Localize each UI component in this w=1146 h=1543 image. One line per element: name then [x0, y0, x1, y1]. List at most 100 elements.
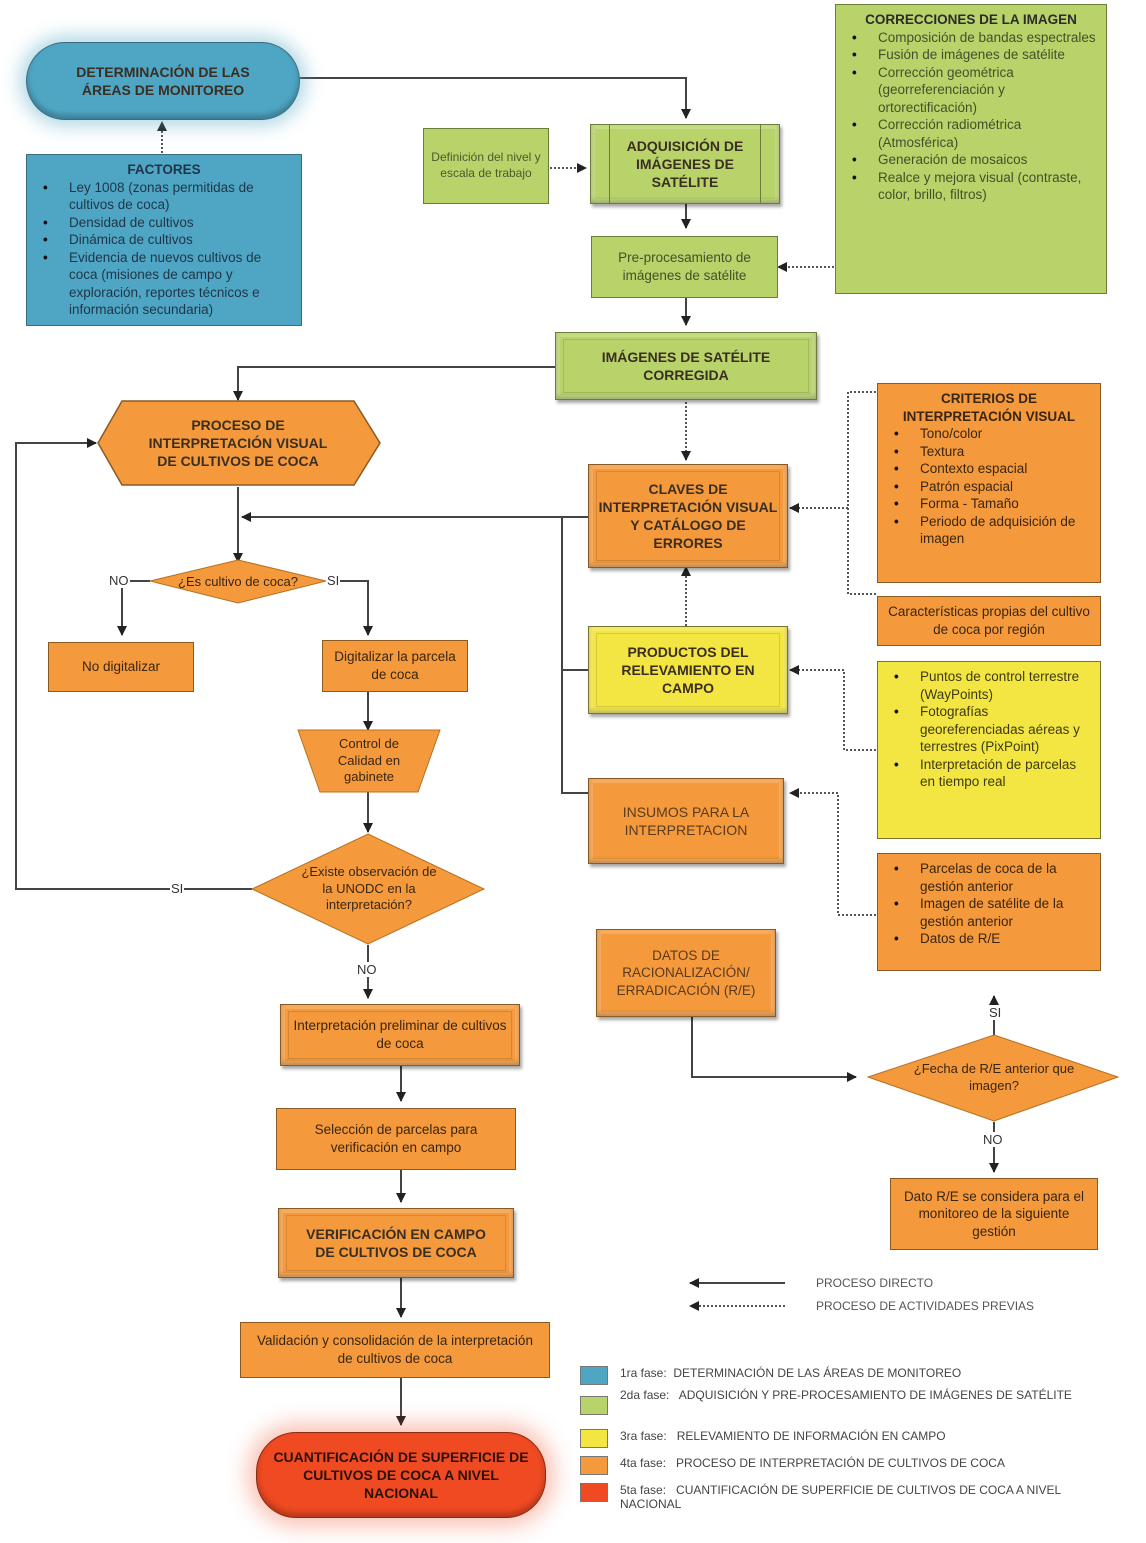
legend-swatch-phase-1 — [580, 1366, 608, 1385]
legend-phase-4: 4ta fase: PROCESO DE INTERPRETACIÓN DE C… — [580, 1456, 1120, 1475]
node-datos-re-text: DATOS DE RACIONALIZACIÓN/ ERRADICACIÓN (… — [616, 947, 756, 998]
proceso-hexagon — [97, 400, 381, 486]
edge-escultivo-no — [117, 580, 150, 636]
node-control-calidad-text: Control de Calidad en gabinete — [337, 735, 401, 785]
legend-phase-label: ADQUISICIÓN Y PRE-PROCESAMIENTO DE IMÁGE… — [678, 1388, 1072, 1402]
node-fecha-re-text: ¿Fecha de R/E anterior que imagen? — [913, 1061, 1075, 1093]
node-es-cultivo: ¿Es cultivo de coca? — [176, 560, 300, 604]
node-puntos: Puntos de control terrestre (WayPoints) … — [877, 661, 1101, 839]
node-dato-re-considera-text: Dato R/E se considera para el monitoreo … — [903, 1188, 1085, 1239]
edge-determinacion-adquisicion — [300, 77, 691, 119]
legend-phase-number: 4ta fase: — [620, 1456, 667, 1470]
label-si-3: SI — [988, 1005, 1003, 1020]
node-productos: PRODUCTOS DEL RELEVAMIENTO EN CAMPO — [588, 626, 788, 714]
node-existe-observacion-text: ¿Existe observación de la UNODC en la in… — [301, 863, 437, 913]
parcelas-item: Datos de R/E — [886, 930, 1092, 948]
node-proceso-interpretacion: PROCESO DE INTERPRETACIÓN VISUAL DE CULT… — [120, 401, 356, 485]
legend-phase-label: DETERMINACIÓN DE LAS ÁREAS DE MONITOREO — [673, 1366, 962, 1380]
node-caracteristicas: Características propias del cultivo de c… — [877, 596, 1101, 646]
legend-phase-1-text: 1ra fase: DETERMINACIÓN DE LAS ÁREAS DE … — [620, 1366, 961, 1380]
edge-corregida-proceso — [233, 366, 555, 401]
node-preprocesamiento: Pre-procesamiento de imágenes de satélit… — [591, 236, 778, 298]
node-criterios: CRITERIOS DE INTERPRETACIÓN VISUAL Tono/… — [877, 383, 1101, 583]
node-cuantificacion-text: CUANTIFICACIÓN DE SUPERFICIE DE CULTIVOS… — [273, 1448, 529, 1502]
node-es-cultivo-text: ¿Es cultivo de coca? — [178, 573, 298, 589]
legend-phase-4-text: 4ta fase: PROCESO DE INTERPRETACIÓN DE C… — [620, 1456, 1005, 1470]
node-proceso-interpretacion-text: PROCESO DE INTERPRETACIÓN VISUAL DE CULT… — [148, 416, 328, 470]
node-validacion: Validación y consolidación de la interpr… — [240, 1322, 550, 1378]
legend-phase-label: RELEVAMIENTO DE INFORMACIÓN EN CAMPO — [676, 1429, 946, 1443]
legend-swatch-phase-4 — [580, 1456, 608, 1475]
node-cuantificacion: CUANTIFICACIÓN DE SUPERFICIE DE CULTIVOS… — [256, 1432, 546, 1518]
node-no-digitalizar-text: No digitalizar — [81, 659, 161, 675]
edge-branch-vertical — [561, 517, 588, 794]
correcciones-item: Generación de mosaicos — [844, 151, 1098, 169]
label-no-3: NO — [982, 1132, 1004, 1147]
legend-phase-5: 5ta fase: CUANTIFICACIÓN DE SUPERFICIE D… — [580, 1483, 1110, 1511]
node-fecha-re: ¿Fecha de R/E anterior que imagen? — [902, 1056, 1086, 1100]
legend-phase-5-text: 5ta fase: CUANTIFICACIÓN DE SUPERFICIE D… — [620, 1483, 1110, 1511]
node-determinacion-text: DETERMINACIÓN DE LAS ÁREAS DE MONITOREO — [76, 63, 250, 98]
control-trapezoid — [297, 729, 441, 793]
criterios-item: Tono/color — [886, 425, 1092, 443]
edge-criterios-claves — [847, 391, 876, 595]
label-si-2: SI — [170, 881, 185, 896]
edge-parcelas-insumos — [789, 788, 876, 916]
escultivo-diamond — [149, 559, 327, 604]
node-parcelas: Parcelas de coca de la gestión anterior … — [877, 853, 1101, 971]
legend-phase-number: 1ra fase: — [620, 1366, 667, 1380]
criterios-item: Textura — [886, 443, 1092, 461]
legend-swatch-phase-5 — [580, 1483, 608, 1502]
parcelas-item: Parcelas de coca de la gestión anterior — [886, 860, 1092, 895]
puntos-list: Puntos de control terrestre (WayPoints) … — [886, 668, 1092, 791]
legend-dotted-label: PROCESO DE ACTIVIDADES PREVIAS — [815, 1299, 1036, 1313]
criterios-item: Contexto espacial — [886, 460, 1092, 478]
node-imagenes-corregida: IMÁGENES DE SATÉLITE CORREGIDA — [555, 332, 817, 400]
correcciones-item: Corrección geométrica (georreferenciació… — [844, 64, 1098, 117]
factores-item: Evidencia de nuevos cultivos de coca (mi… — [35, 249, 293, 319]
process-bar-left — [609, 125, 610, 203]
criterios-list: Tono/color Textura Contexto espacial Pat… — [886, 425, 1092, 548]
edge-puntos-productos — [789, 665, 876, 751]
correcciones-list: Composición de bandas espectrales Fusión… — [844, 29, 1098, 204]
factores-title: FACTORES — [127, 162, 201, 177]
legend-phase-number: 2da fase: — [620, 1388, 670, 1402]
node-verificacion-text: VERIFICACIÓN EN CAMPO DE CULTIVOS DE COC… — [306, 1225, 486, 1260]
node-control-calidad: Control de Calidad en gabinete — [318, 730, 420, 792]
node-definicion-text: Definición del nivel y escala de trabajo — [431, 150, 541, 180]
node-verificacion: VERIFICACIÓN EN CAMPO DE CULTIVOS DE COC… — [278, 1208, 514, 1278]
node-correcciones: CORRECCIONES DE LA IMAGEN Composición de… — [835, 4, 1107, 294]
node-caracteristicas-text: Características propias del cultivo de c… — [888, 604, 1090, 637]
legend-phase-label: PROCESO DE INTERPRETACIÓN DE CULTIVOS DE… — [676, 1456, 1005, 1470]
node-seleccion: Selección de parcelas para verificación … — [276, 1108, 516, 1170]
node-digitalizar-text: Digitalizar la parcela de coca — [334, 649, 456, 682]
legend-phase-3-text: 3ra fase: RELEVAMIENTO DE INFORMACIÓN EN… — [620, 1429, 946, 1443]
node-existe-observacion: ¿Existe observación de la UNODC en la in… — [296, 856, 442, 922]
legend-swatch-phase-3 — [580, 1429, 608, 1448]
correcciones-item: Realce y mejora visual (contraste, color… — [844, 169, 1098, 204]
node-seleccion-text: Selección de parcelas para verificación … — [314, 1122, 478, 1155]
edge-escultivo-si — [326, 580, 373, 636]
node-claves-text: CLAVES DE INTERPRETACIÓN VISUAL Y CATÁLO… — [598, 480, 778, 552]
factores-list: Ley 1008 (zonas permitidas de cultivos d… — [35, 179, 293, 319]
label-no-1: NO — [108, 573, 130, 588]
fecha-diamond — [866, 1034, 1120, 1122]
legend-phase-number: 3ra fase: — [620, 1429, 667, 1443]
node-determinacion: DETERMINACIÓN DE LAS ÁREAS DE MONITOREO — [26, 42, 300, 120]
legend-phase-2: 2da fase: ADQUISICIÓN Y PRE-PROCESAMIENT… — [580, 1388, 1110, 1415]
node-datos-re: DATOS DE RACIONALIZACIÓN/ ERRADICACIÓN (… — [596, 929, 776, 1017]
node-claves: CLAVES DE INTERPRETACIÓN VISUAL Y CATÁLO… — [588, 464, 788, 568]
correcciones-title: CORRECCIONES DE LA IMAGEN — [865, 12, 1077, 27]
process-bar-right — [760, 125, 761, 203]
node-factores: FACTORES Ley 1008 (zonas permitidas de c… — [26, 154, 302, 326]
node-insumos: INSUMOS PARA LA INTERPRETACION — [588, 778, 784, 864]
parcelas-list: Parcelas de coca de la gestión anterior … — [886, 860, 1092, 948]
legend-phase-number: 5ta fase: — [620, 1483, 667, 1497]
criterios-title: CRITERIOS DE INTERPRETACIÓN VISUAL — [902, 391, 1076, 424]
legend-solid-label: PROCESO DIRECTO — [815, 1276, 935, 1290]
puntos-item: Fotografías georeferenciadas aéreas y te… — [886, 703, 1092, 756]
node-preprocesamiento-text: Pre-procesamiento de imágenes de satélit… — [618, 250, 751, 283]
correcciones-item: Composición de bandas espectrales — [844, 29, 1098, 47]
puntos-item: Interpretación de parcelas en tiempo rea… — [886, 756, 1092, 791]
